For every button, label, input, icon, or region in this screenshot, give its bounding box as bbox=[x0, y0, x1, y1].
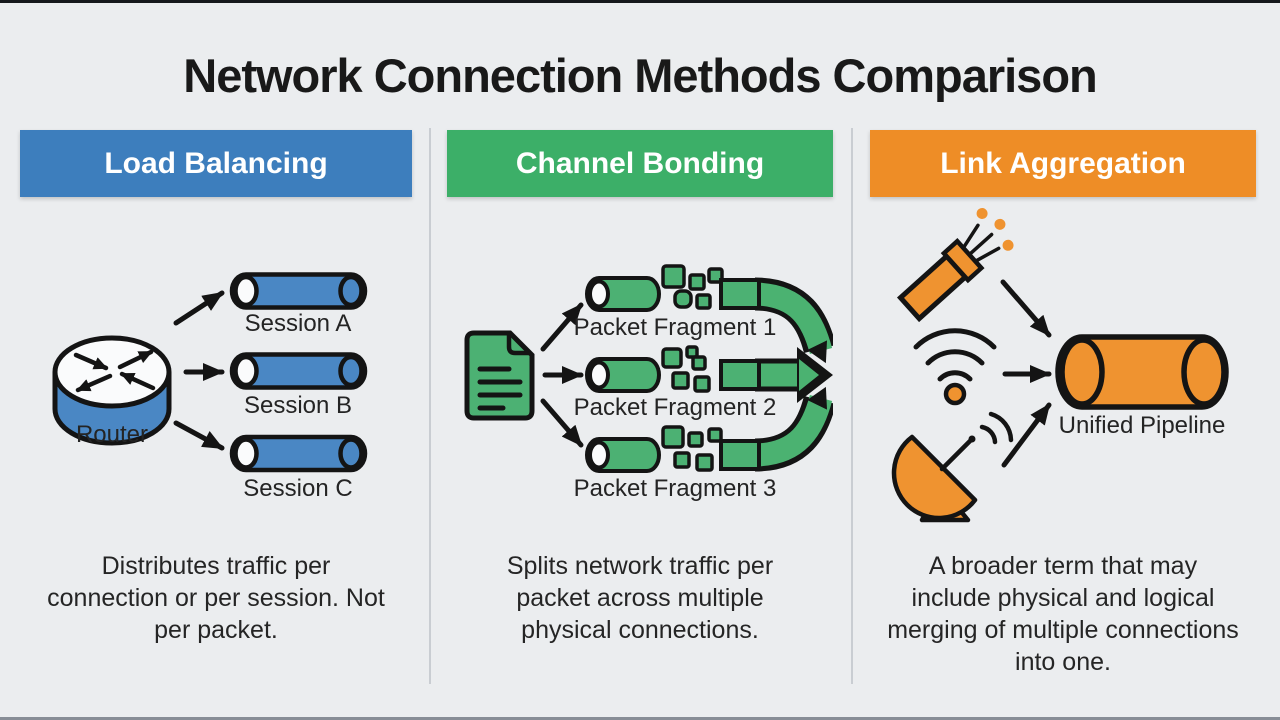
column-load-balancing: Load Balancing Router bbox=[20, 130, 412, 720]
fragment-pipe-3-icon bbox=[585, 425, 761, 473]
fragment-pipe-1-icon bbox=[585, 264, 761, 312]
fiber-cable-icon bbox=[896, 207, 1014, 323]
channel-bonding-header: Channel Bonding bbox=[447, 130, 833, 197]
packet-fragment-2-label: Packet Fragment 2 bbox=[574, 394, 777, 421]
column-divider bbox=[851, 128, 853, 684]
session-c-label: Session C bbox=[243, 475, 352, 502]
session-pipe-b-icon bbox=[229, 352, 368, 390]
unified-pipeline-label: Unified Pipeline bbox=[1059, 412, 1226, 439]
link-aggregation-description: A broader term that may include physical… bbox=[887, 552, 1239, 676]
packet-fragment-3-label: Packet Fragment 3 bbox=[574, 475, 777, 502]
load-balancing-diagram: Router Session A Session B Session C bbox=[52, 272, 368, 502]
document-icon bbox=[464, 330, 535, 421]
router-label: Router bbox=[76, 421, 148, 448]
page-title: Network Connection Methods Comparison bbox=[183, 49, 1098, 102]
session-pipe-c-icon bbox=[229, 434, 368, 473]
satellite-dish-icon bbox=[891, 411, 1014, 523]
column-divider bbox=[429, 128, 431, 684]
session-b-label: Session B bbox=[244, 392, 352, 419]
session-a-label: Session A bbox=[245, 310, 352, 337]
column-channel-bonding: Channel Bonding bbox=[447, 130, 833, 720]
load-balancing-header: Load Balancing bbox=[20, 130, 412, 197]
channel-bonding-diagram: Packet Fragment 1 Packet Fragment 2 bbox=[464, 264, 833, 502]
channel-bonding-description: Splits network traffic per packet across… bbox=[506, 552, 774, 644]
fragment-pipe-2-icon bbox=[585, 345, 761, 393]
bottom-border-strip bbox=[0, 717, 1280, 720]
arrow-icon bbox=[540, 302, 584, 448]
pipeline-icon bbox=[1055, 334, 1229, 410]
packet-fragment-1-label: Packet Fragment 1 bbox=[574, 314, 777, 341]
load-balancing-description: Distributes traffic per connection or pe… bbox=[47, 552, 385, 644]
arrow-icon bbox=[1000, 279, 1052, 468]
merge-arrow-icon bbox=[752, 277, 833, 472]
router-icon bbox=[52, 335, 172, 446]
link-aggregation-diagram: Unified Pipeline bbox=[891, 207, 1229, 523]
column-link-aggregation: Link Aggregation bbox=[870, 130, 1256, 720]
top-border-strip bbox=[0, 0, 1280, 3]
session-pipe-a-icon bbox=[229, 272, 368, 310]
wifi-icon bbox=[913, 328, 997, 406]
arrow-icon bbox=[173, 290, 225, 451]
link-aggregation-header: Link Aggregation bbox=[870, 130, 1256, 197]
